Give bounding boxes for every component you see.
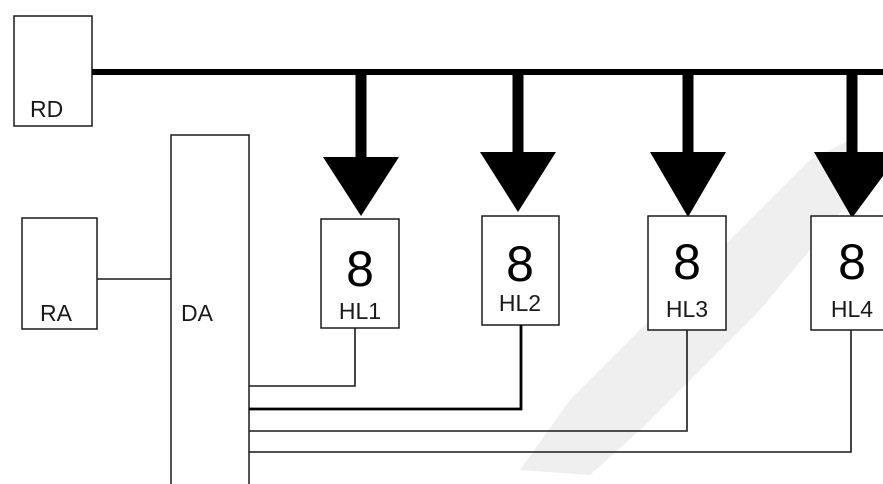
ra-label: RA bbox=[40, 300, 73, 326]
da-block: DA bbox=[170, 134, 250, 484]
indicator-hl2-label: HL2 bbox=[499, 290, 541, 316]
rd-label: RD bbox=[30, 96, 63, 122]
bus-arrow-hl2 bbox=[480, 72, 556, 212]
ra-block: RA bbox=[21, 217, 98, 330]
indicator-hl2: 8 HL2 bbox=[481, 215, 560, 326]
indicator-hl2-digit: 8 bbox=[506, 236, 534, 292]
da-hl3-wire bbox=[249, 330, 688, 432]
indicator-hl1: 8 HL1 bbox=[320, 218, 400, 329]
da-hl2-wire bbox=[249, 325, 523, 411]
indicator-hl4-digit: 8 bbox=[838, 234, 866, 290]
indicator-hl3-label: HL3 bbox=[666, 296, 708, 322]
indicator-hl4: 8 HL4 bbox=[810, 215, 883, 331]
indicator-hl1-label: HL1 bbox=[339, 298, 381, 324]
bus-arrow-hl1 bbox=[323, 72, 399, 216]
da-hl4-wire bbox=[249, 330, 852, 453]
bus-arrow-hl4 bbox=[814, 72, 883, 218]
da-hl1-wire bbox=[249, 328, 356, 387]
rd-block: RD bbox=[13, 15, 93, 127]
indicator-hl1-digit: 8 bbox=[346, 241, 374, 297]
bus-arrow-hl3 bbox=[650, 72, 726, 217]
indicator-hl3-digit: 8 bbox=[673, 234, 701, 290]
da-label: DA bbox=[181, 300, 214, 326]
indicator-hl4-label: HL4 bbox=[831, 296, 873, 322]
indicator-hl3: 8 HL3 bbox=[647, 215, 727, 331]
